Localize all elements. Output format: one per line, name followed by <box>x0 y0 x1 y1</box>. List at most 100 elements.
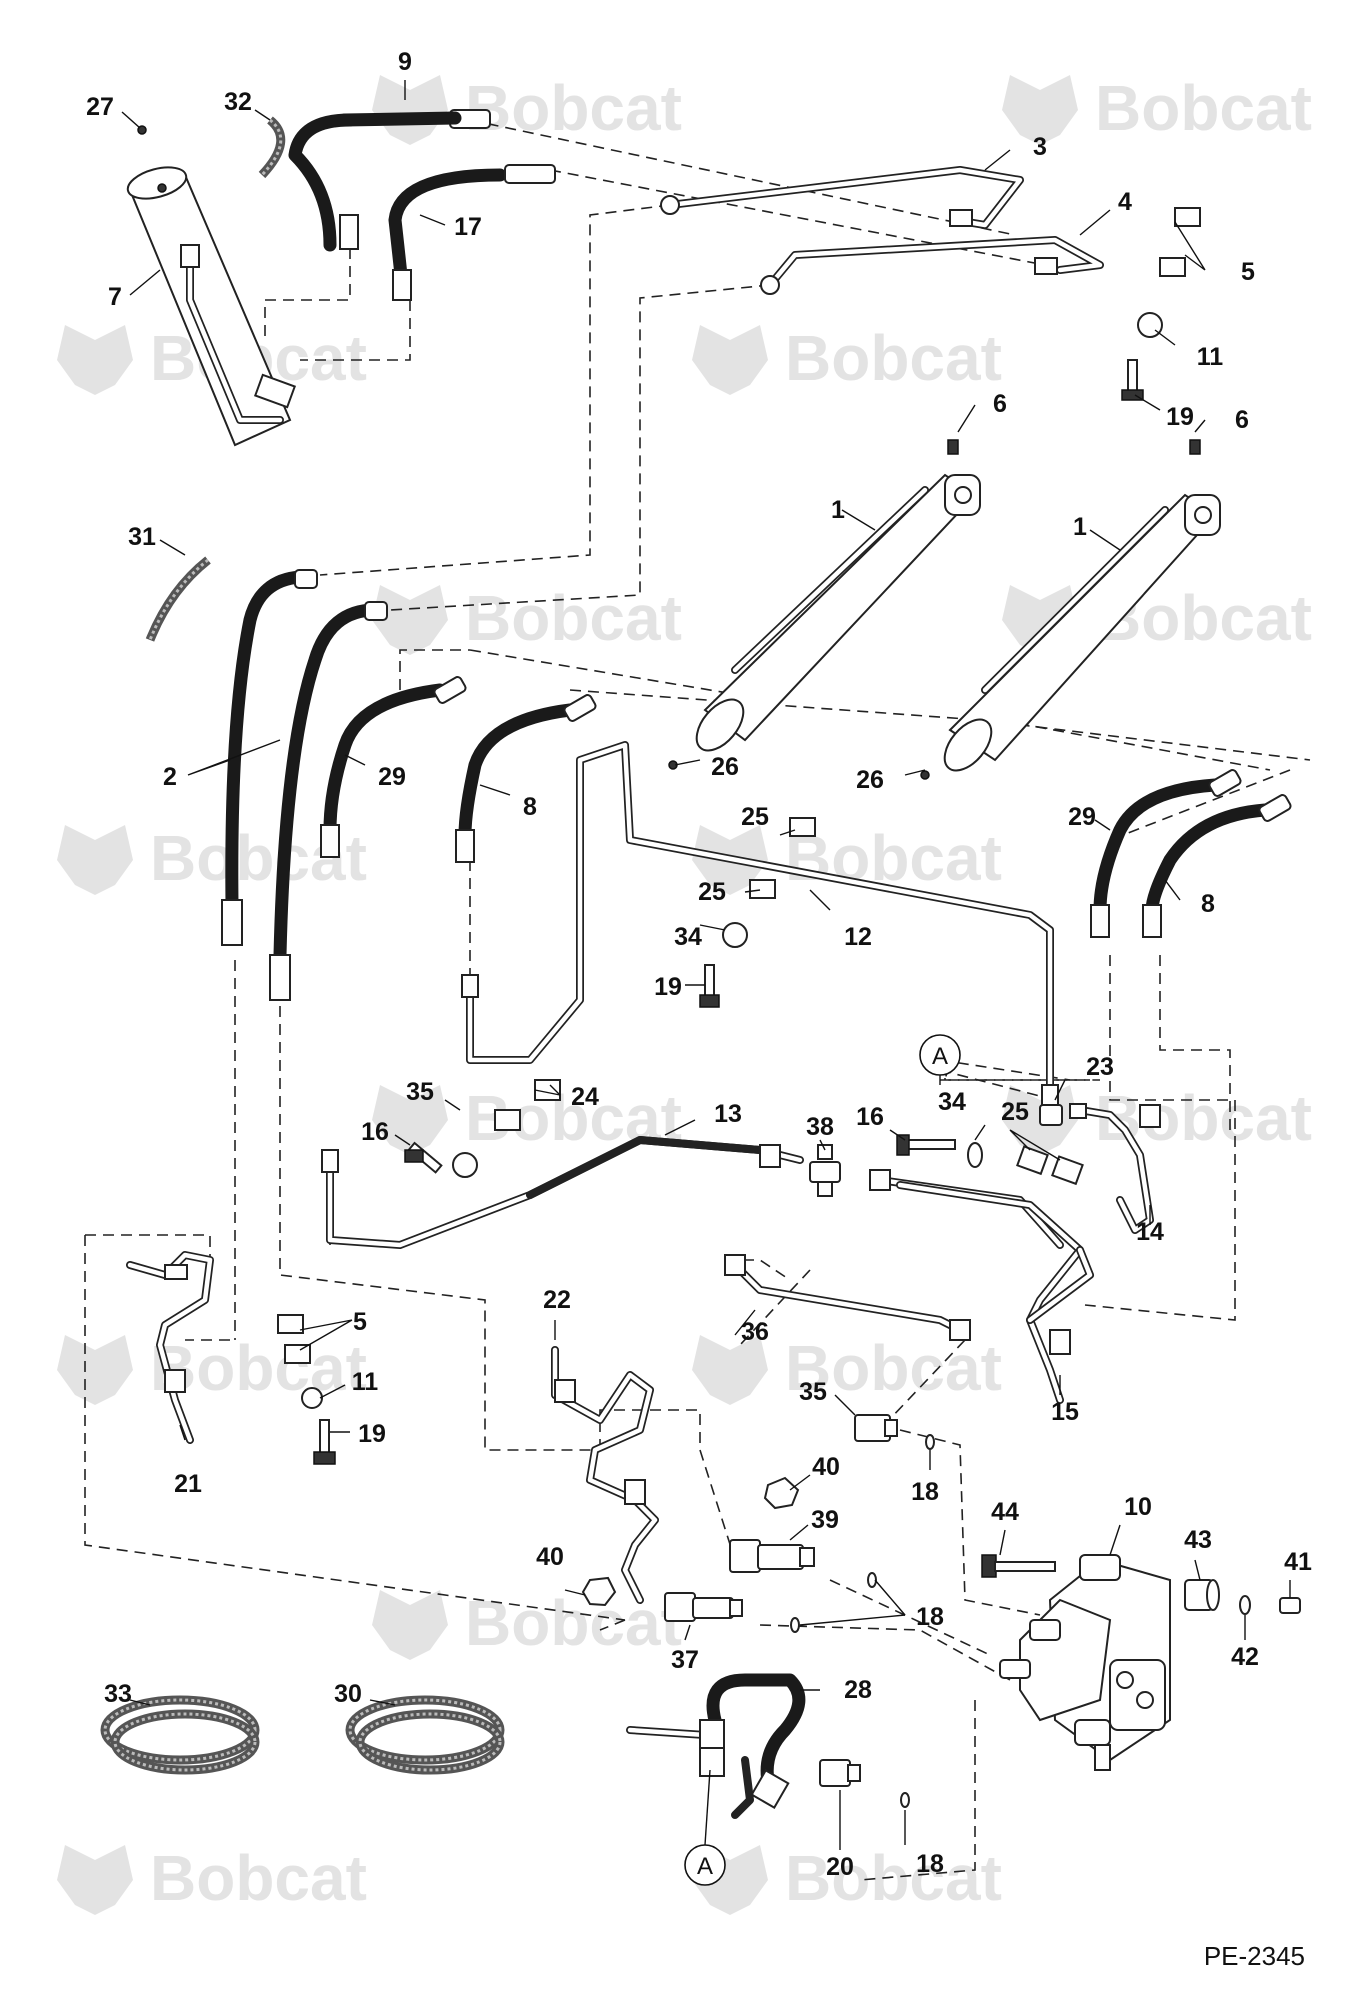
callout-28: 28 <box>844 1676 872 1704</box>
part-24-clamp <box>404 1079 561 1178</box>
part-44-bolt <box>981 1554 1056 1578</box>
callout-42: 42 <box>1231 1643 1259 1671</box>
callout-16-left: 16 <box>361 1118 389 1146</box>
drawing-code: PE-2345 <box>1204 1941 1305 1971</box>
part-14-tube <box>1069 1103 1161 1234</box>
part-1-cylinder-right <box>920 439 1221 780</box>
bobcat-logo-icon <box>372 1590 448 1660</box>
callout-26-left: 26 <box>711 753 739 781</box>
watermark: Bobcat <box>372 72 682 145</box>
callout-A-bottom: A <box>684 1769 726 1886</box>
callout-41: 41 <box>1284 1548 1312 1576</box>
part-18-orings <box>790 1434 935 1808</box>
part-2-hoses <box>221 569 388 1001</box>
callout-19-low: 19 <box>358 1420 386 1448</box>
watermark: Bobcat <box>692 822 1002 895</box>
bobcat-logo-icon <box>57 325 133 395</box>
part-1-cylinder-left <box>668 439 981 770</box>
leader-lines <box>121 80 1291 1850</box>
callout-20: 20 <box>826 1853 854 1881</box>
callout-13: 13 <box>714 1100 742 1128</box>
callout-39: 39 <box>811 1506 839 1534</box>
callout-labels: 27 32 9 17 7 3 4 5 11 19 6 6 1 1 31 2 29… <box>86 48 1312 1881</box>
callout-43: 43 <box>1184 1526 1212 1554</box>
callout-19-top: 19 <box>1166 403 1194 431</box>
part-40-nuts <box>581 1476 800 1607</box>
watermark: Bobcat <box>1002 72 1312 145</box>
callout-8-left: 8 <box>523 793 537 821</box>
callout-25-right: 25 <box>1001 1098 1029 1126</box>
callout-6-left: 6 <box>993 390 1007 418</box>
bobcat-logo-icon <box>57 1335 133 1405</box>
callout-26-right: 26 <box>856 766 884 794</box>
svg-text:Bobcat: Bobcat <box>785 322 1002 394</box>
part-12-tube <box>461 741 1059 1108</box>
svg-text:A: A <box>932 1043 948 1070</box>
callout-34-top: 34 <box>674 923 702 951</box>
callout-8-right: 8 <box>1201 890 1215 918</box>
callout-18-mid: 18 <box>916 1603 944 1631</box>
part-5-clamp-low <box>277 1314 336 1465</box>
callout-29-right: 29 <box>1068 803 1096 831</box>
svg-text:Bobcat: Bobcat <box>465 1587 682 1659</box>
callout-35-left: 35 <box>406 1078 434 1106</box>
callout-4: 4 <box>1118 188 1132 216</box>
callout-9: 9 <box>398 48 412 76</box>
bobcat-logo-icon <box>1002 75 1078 145</box>
svg-text:Bobcat: Bobcat <box>465 72 682 144</box>
bobcat-logo-icon <box>372 585 448 655</box>
callout-36: 36 <box>741 1318 769 1346</box>
callout-22: 22 <box>543 1286 571 1314</box>
callout-11-top: 11 <box>1197 343 1224 371</box>
callout-6-right: 6 <box>1235 406 1249 434</box>
callout-7: 7 <box>108 283 122 311</box>
callout-19-mid: 19 <box>654 973 682 1001</box>
callout-12: 12 <box>844 923 872 951</box>
svg-text:Bobcat: Bobcat <box>1095 1082 1312 1154</box>
callout-16-right: 16 <box>856 1103 884 1131</box>
part-9-hose <box>288 109 491 252</box>
callout-21: 21 <box>174 1470 202 1498</box>
part-23-fitting <box>1039 1104 1063 1126</box>
callout-40-low: 40 <box>536 1543 564 1571</box>
part-20-fitting <box>819 1759 861 1787</box>
callout-37: 37 <box>671 1646 699 1674</box>
bobcat-logo-icon <box>372 1085 448 1155</box>
bobcat-logo-icon <box>692 1335 768 1405</box>
bobcat-logo-icon <box>57 1845 133 1915</box>
bobcat-logo-icon <box>692 325 768 395</box>
watermark: Bobcat <box>372 1587 682 1660</box>
part-17-hose <box>388 164 556 301</box>
bobcat-logo-icon <box>57 825 133 895</box>
callout-23: 23 <box>1086 1053 1114 1081</box>
part-37-fitting <box>664 1592 743 1622</box>
callout-25-top: 25 <box>741 803 769 831</box>
part-43-spacer <box>1184 1579 1220 1611</box>
callout-38: 38 <box>806 1113 834 1141</box>
part-13-tube <box>321 1136 804 1249</box>
callout-1-right: 1 <box>1073 513 1087 541</box>
callout-30: 30 <box>334 1680 362 1708</box>
callout-10: 10 <box>1124 1493 1152 1521</box>
part-42-washer <box>1239 1595 1251 1615</box>
part-29-hose-right <box>1090 769 1242 938</box>
callout-35-low: 35 <box>799 1378 827 1406</box>
part-16-bolt <box>896 1134 1084 1186</box>
part-5-clamp-top <box>1121 207 1201 401</box>
part-29-hose-left <box>320 676 467 858</box>
svg-text:Bobcat: Bobcat <box>150 1842 367 1914</box>
bobcat-logo-icon <box>372 75 448 145</box>
callout-44: 44 <box>991 1498 1019 1526</box>
part-8-hose-right <box>1142 794 1292 938</box>
callout-15: 15 <box>1051 1398 1079 1426</box>
part-10-control-valve <box>999 1554 1171 1771</box>
watermark: Bobcat <box>692 1332 1002 1405</box>
part-21-tube <box>126 1251 214 1444</box>
svg-text:Bobcat: Bobcat <box>1095 72 1312 144</box>
svg-text:Bobcat: Bobcat <box>785 822 1002 894</box>
part-30-coil <box>345 1695 505 1775</box>
callout-14: 14 <box>1136 1218 1164 1246</box>
callout-A-top: A <box>919 1034 961 1085</box>
callout-5-low: 5 <box>353 1308 367 1336</box>
callout-25-mid: 25 <box>698 878 726 906</box>
